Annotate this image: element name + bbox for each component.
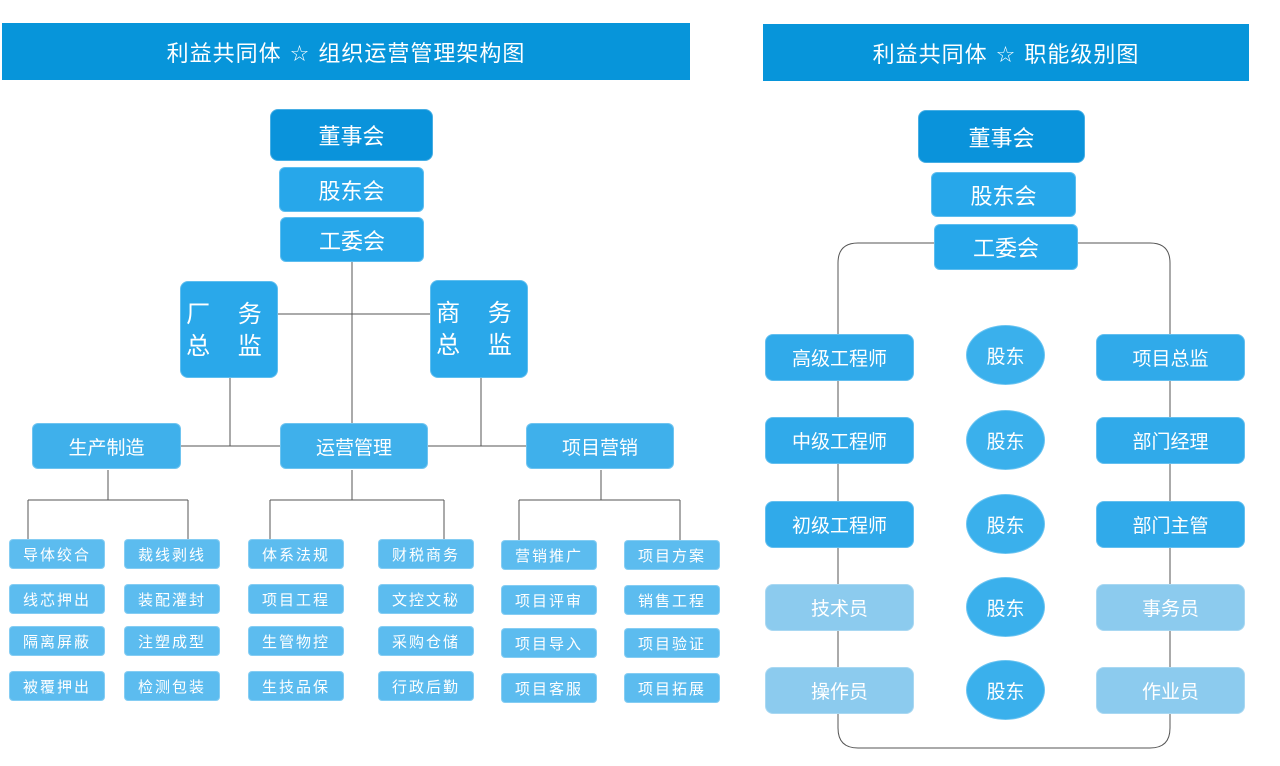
business-director-node: 商 务 总 监 [430,280,528,378]
engineer-level: 操作员 [765,667,914,714]
manager-level: 项目总监 [1096,334,1245,381]
union-node: 工委会 [934,224,1078,270]
shareholders-node: 股东会 [279,167,424,212]
operations-item: 生技品保 [248,671,344,701]
operations-item: 项目工程 [248,584,344,614]
level-chart-title: 利益共同体 ☆ 职能级别图 [763,24,1249,81]
operations-item: 采购仓储 [378,626,474,656]
marketing-item: 项目评审 [501,585,597,615]
engineer-level: 高级工程师 [765,334,914,381]
operations-item: 行政后勤 [378,671,474,701]
production-item: 注塑成型 [124,626,220,656]
shareholders-node: 股东会 [931,172,1076,217]
shareholder-node: 股东 [966,410,1045,470]
engineer-level: 中级工程师 [765,417,914,464]
dept-marketing: 项目营销 [526,423,674,469]
marketing-item: 项目方案 [624,540,720,570]
marketing-item: 项目导入 [501,628,597,658]
marketing-item: 项目拓展 [624,673,720,703]
engineer-level: 初级工程师 [765,501,914,548]
marketing-item: 销售工程 [624,585,720,615]
marketing-item: 营销推广 [501,540,597,570]
production-item: 被覆押出 [9,671,105,701]
marketing-item: 项目客服 [501,673,597,703]
production-item: 装配灌封 [124,584,220,614]
shareholder-node: 股东 [966,660,1045,720]
dept-operations: 运营管理 [280,423,428,469]
production-item: 检测包装 [124,671,220,701]
manager-level: 作业员 [1096,667,1245,714]
marketing-item: 项目验证 [624,628,720,658]
production-item: 隔离屏蔽 [9,626,105,656]
dept-production: 生产制造 [32,423,181,469]
board-node: 董事会 [918,110,1085,163]
operations-item: 体系法规 [248,539,344,569]
engineer-level: 技术员 [765,584,914,631]
shareholder-node: 股东 [966,494,1045,554]
production-item: 裁线剥线 [124,539,220,569]
operations-item: 生管物控 [248,626,344,656]
manager-level: 事务员 [1096,584,1245,631]
org-chart-title: 利益共同体 ☆ 组织运营管理架构图 [2,23,690,80]
production-item: 导体绞合 [9,539,105,569]
manager-level: 部门经理 [1096,417,1245,464]
manager-level: 部门主管 [1096,501,1245,548]
factory-director-node: 厂 务 总 监 [180,281,278,378]
operations-item: 财税商务 [378,539,474,569]
union-node: 工委会 [280,217,424,262]
shareholder-node: 股东 [966,325,1045,385]
production-item: 线芯押出 [9,584,105,614]
operations-item: 文控文秘 [378,584,474,614]
board-node: 董事会 [270,109,433,161]
shareholder-node: 股东 [966,577,1045,637]
